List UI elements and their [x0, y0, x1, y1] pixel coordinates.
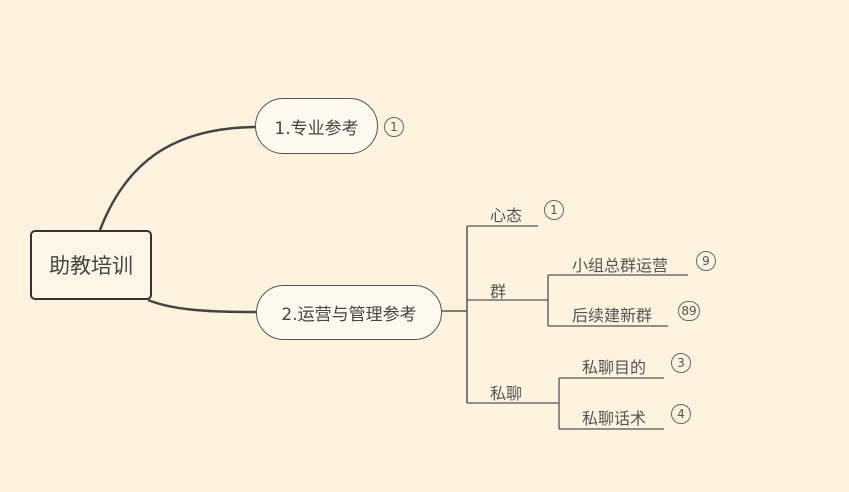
count-badge: 9 [696, 251, 716, 271]
leaf-node-xiaozu[interactable]: 小组总群运营 [572, 256, 669, 275]
sub-node-siliao[interactable]: 私聊 [490, 384, 523, 403]
leaf-node-huashu[interactable]: 私聊话术 [582, 409, 647, 428]
leaf-node-houxu[interactable]: 后续建新群 [572, 306, 653, 325]
root-node[interactable]: 助教培训 [30, 230, 152, 300]
leaf-node-mudi[interactable]: 私聊目的 [582, 358, 647, 377]
branch-node-label: 1.专业参考 [274, 118, 359, 139]
connector-root-branch1 [98, 125, 256, 231]
connector-root-branch2 [147, 298, 257, 314]
branch-node-operations[interactable]: 2.运营与管理参考 [256, 285, 442, 340]
count-badge: 4 [671, 404, 691, 424]
branch-node-label: 2.运营与管理参考 [281, 305, 417, 325]
count-badge: 1 [544, 200, 564, 220]
sub-node-xintai[interactable]: 心态 [490, 206, 523, 225]
sub-node-qun[interactable]: 群 [490, 282, 507, 301]
branch-node-professional[interactable]: 1.专业参考 [255, 98, 378, 154]
count-badge: 1 [384, 117, 404, 137]
count-badge: 89 [678, 301, 700, 321]
count-badge: 3 [671, 353, 691, 373]
root-node-label: 助教培训 [49, 254, 133, 278]
